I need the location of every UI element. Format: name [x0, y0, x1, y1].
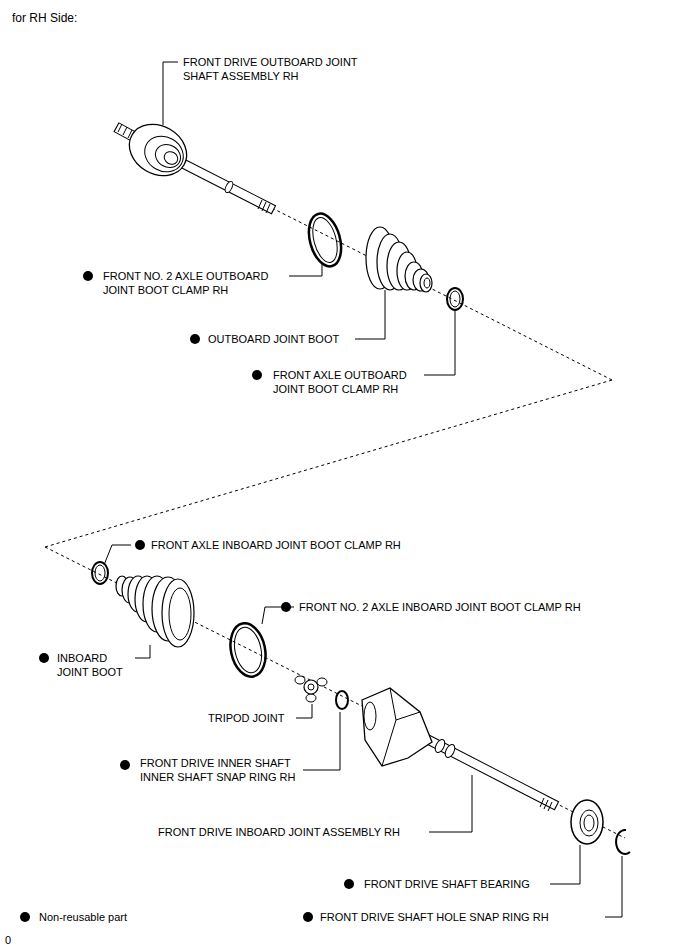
part-name: FRONT DRIVE SHAFT HOLE SNAP RING RH — [320, 910, 549, 924]
non-reusable-dot — [20, 271, 354, 922]
part-name: FRONT DRIVE OUTBOARD JOINT SHAFT ASSEMBL… — [183, 55, 388, 83]
part-name: FRONT NO. 2 AXLE INBOARD JOINT BOOT CLAM… — [299, 600, 581, 614]
part-name: FRONT DRIVE SHAFT BEARING — [364, 877, 530, 891]
part-name: OUTBOARD JOINT BOOT — [208, 332, 339, 346]
assembly-axis — [45, 208, 625, 838]
outboard-boot-parts — [304, 210, 463, 310]
page-title: for RH Side: — [12, 11, 77, 25]
outboard-shaft — [116, 114, 274, 213]
page-code: 0 — [5, 933, 11, 947]
inboard-boot-parts — [92, 562, 270, 680]
legend-text: Non-reusable part — [39, 910, 127, 924]
part-name: FRONT DRIVE INBOARD JOINT ASSEMBLY RH — [158, 825, 400, 839]
part-name: FRONT AXLE INBOARD JOINT BOOT CLAMP RH — [151, 538, 401, 552]
leader-lines — [104, 62, 622, 917]
part-name: FRONT AXLE OUTBOARD JOINT BOOT CLAMP RH — [273, 368, 441, 396]
part-name: FRONT DRIVE INNER SHAFT INNER SHAFT SNAP… — [140, 756, 318, 784]
part-name: INBOARD JOINT BOOT — [57, 651, 132, 679]
part-name: FRONT NO. 2 AXLE OUTBOARD JOINT BOOT CLA… — [103, 269, 303, 297]
part-name: TRIPOD JOINT — [208, 711, 284, 725]
